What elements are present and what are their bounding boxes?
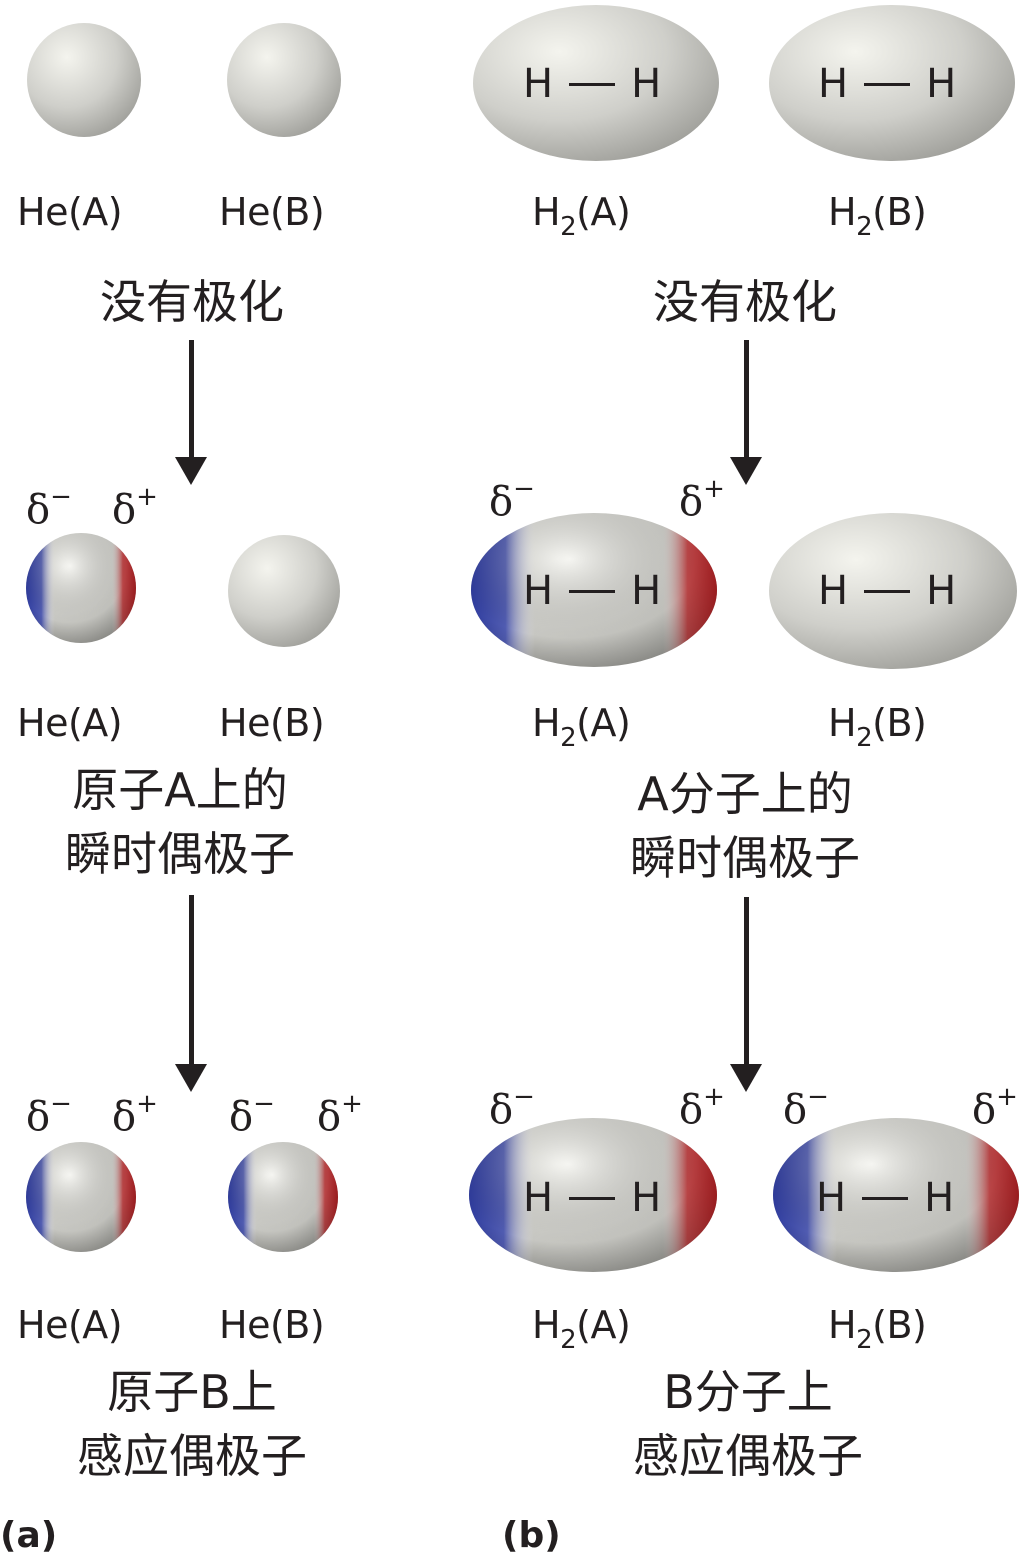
delta-plus-label: δ+ [972,1082,1018,1133]
bond-line [569,589,616,593]
species-label: H2(B) [828,1303,927,1355]
species-label: H2(B) [828,190,927,242]
species-label: H2(A) [532,1303,631,1355]
bond-line [864,82,911,86]
arrowhead-icon [730,1064,762,1092]
arrow-down-icon [744,897,749,1067]
bond-line [569,82,616,86]
he-atom-b-row2 [228,535,340,647]
h2-molecule-a-polarized [469,1118,717,1272]
species-label: He(B) [219,190,325,234]
panel-label-b: (b) [502,1515,561,1556]
he-atom-b-row1 [227,23,341,137]
caption-no-polarization: 没有极化 [100,275,284,329]
h2-molecule-b-polarized [773,1118,1019,1272]
species-label: He(A) [17,701,123,745]
panel-label-a: (a) [0,1515,58,1556]
arrowhead-icon [730,457,762,485]
delta-plus-label: δ+ [112,482,158,533]
he-atom-a-polarized [26,533,136,643]
arrow-down-icon [189,895,194,1067]
species-label: He(A) [17,1303,123,1347]
species-label: H2(A) [532,190,631,242]
species-label: He(A) [17,190,123,234]
delta-minus-label: δ− [783,1082,829,1133]
he-atom-b-polarized [228,1142,338,1252]
delta-minus-label: δ− [489,474,535,525]
species-label: H2(B) [828,701,927,753]
arrow-down-icon [189,340,194,460]
delta-minus-label: δ− [489,1082,535,1133]
delta-plus-label: δ+ [679,1082,725,1133]
species-label: He(B) [219,701,325,745]
species-label: H2(A) [532,701,631,753]
caption-instantaneous-dipole: A分子上的 瞬时偶极子 [630,767,860,885]
delta-minus-label: δ− [229,1089,275,1140]
caption-instantaneous-dipole: 原子A上的 瞬时偶极子 [65,763,295,881]
arrowhead-icon [175,457,207,485]
bond-line [862,1196,909,1200]
arrow-down-icon [744,340,749,460]
caption-induced-dipole: B分子上 感应偶极子 [633,1365,863,1483]
delta-plus-label: δ+ [317,1089,363,1140]
he-atom-a-row1 [27,23,141,137]
delta-plus-label: δ+ [679,474,725,525]
delta-plus-label: δ+ [112,1089,158,1140]
arrowhead-icon [175,1064,207,1092]
caption-induced-dipole: 原子B上 感应偶极子 [77,1365,307,1483]
he-atom-a-polarized [26,1142,136,1252]
bond-line [864,589,911,593]
bond-line [569,1196,616,1200]
delta-minus-label: δ− [26,482,72,533]
species-label: He(B) [219,1303,325,1347]
delta-minus-label: δ− [26,1089,72,1140]
caption-no-polarization: 没有极化 [653,275,837,329]
